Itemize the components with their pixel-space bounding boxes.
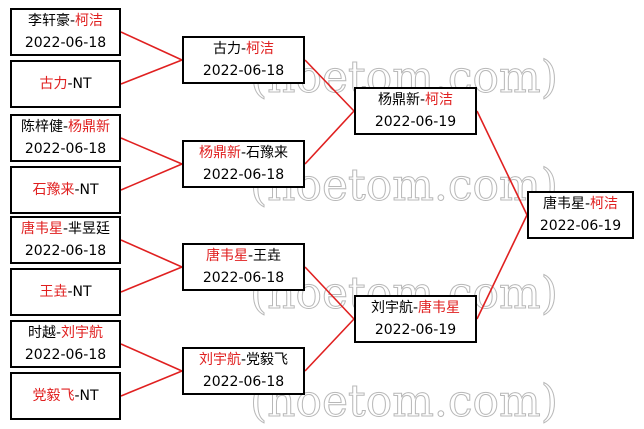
winner-name: 唐韦星 [20,221,63,237]
match-box-r2-3[interactable]: 唐韦星-王垚 2022-06-18 [182,243,305,291]
player-text: 时越 [27,325,56,341]
match-players: 时越-刘宇航 [28,322,103,344]
winner-name: 柯洁 [590,196,619,212]
connector-line [120,239,183,268]
match-box-r3-1[interactable]: 杨鼎新-柯洁 2022-06-19 [354,87,477,135]
match-date: 2022-06-18 [24,347,107,363]
player-text: - [419,92,426,108]
winner-name: 古力 [39,76,68,92]
match-date: 2022-06-18 [24,141,107,157]
connector-line [120,137,183,165]
match-players: 党毅飞-NT [32,385,98,407]
connector-line [120,59,183,85]
player-text: -NT [67,76,92,92]
match-box-r1-5[interactable]: 唐韦星-芈昱廷 2022-06-18 [10,216,121,264]
match-players: 石豫来-NT [32,179,98,201]
match-date: 2022-06-19 [539,218,622,234]
connector-line [120,266,183,293]
match-box-r1-1[interactable]: 李轩豪-柯洁 2022-06-18 [10,8,121,56]
connector-line [476,110,528,216]
connector-line [304,110,355,165]
match-players: 古力-NT [39,73,91,95]
winner-name: 唐韦星 [205,248,248,264]
connector-line [304,318,355,372]
connector-line [120,343,183,372]
connector-line [304,59,355,112]
match-date: 2022-06-18 [202,167,285,183]
match-players: 杨鼎新-柯洁 [378,89,453,111]
winner-name: 柯洁 [425,92,454,108]
match-date: 2022-06-18 [24,35,107,51]
match-players: 刘宇航-唐韦星 [371,297,460,319]
match-box-r1-8[interactable]: 党毅飞-NT [10,372,121,420]
connector-line [120,370,183,397]
match-players: 杨鼎新-石豫来 [199,142,288,164]
player-text: 唐韦星 [542,196,585,212]
player-text: -NT [74,388,99,404]
player-text: -芈昱廷 [62,221,111,237]
match-players: 王垚-NT [39,281,91,303]
match-date: 2022-06-19 [374,114,457,130]
match-box-r1-4[interactable]: 石豫来-NT [10,166,121,214]
player-text: -NT [74,182,99,198]
player-text: -NT [67,284,92,300]
player-text: 刘宇航 [370,300,413,316]
winner-name: 杨鼎新 [198,145,241,161]
player-text: 杨鼎新 [377,92,420,108]
match-date: 2022-06-18 [202,63,285,79]
winner-name: 唐韦星 [418,300,461,316]
connector-line [120,31,183,61]
winner-name: 刘宇航 [198,352,241,368]
winner-name: 刘宇航 [61,325,104,341]
match-box-r1-3[interactable]: 陈梓健-杨鼎新 2022-06-18 [10,114,121,162]
player-text: -党毅飞 [240,352,289,368]
match-players: 刘宇航-党毅飞 [199,349,288,371]
player-text: -石豫来 [240,145,289,161]
match-players: 陈梓健-杨鼎新 [21,116,110,138]
player-text: - [62,119,69,135]
player-text: - [412,300,419,316]
match-box-final[interactable]: 唐韦星-柯洁 2022-06-19 [527,191,634,239]
match-players: 唐韦星-王垚 [206,245,281,267]
match-box-r2-4[interactable]: 刘宇航-党毅飞 2022-06-18 [182,347,305,395]
match-date: 2022-06-18 [202,270,285,286]
match-players: 古力-柯洁 [213,38,274,60]
connector-line [304,266,355,320]
match-box-r2-1[interactable]: 古力-柯洁 2022-06-18 [182,36,305,84]
winner-name: 石豫来 [32,182,75,198]
match-players: 唐韦星-芈昱廷 [21,218,110,240]
match-box-r1-2[interactable]: 古力-NT [10,60,121,108]
player-text: - [584,196,591,212]
player-text: -王垚 [247,248,282,264]
match-box-r3-2[interactable]: 刘宇航-唐韦星 2022-06-19 [354,295,477,343]
player-text: - [240,41,247,57]
winner-name: 杨鼎新 [68,119,111,135]
player-text: 李轩豪 [27,13,70,29]
match-box-r1-7[interactable]: 时越-刘宇航 2022-06-18 [10,320,121,368]
winner-name: 党毅飞 [32,388,75,404]
winner-name: 柯洁 [75,13,104,29]
match-date: 2022-06-18 [24,243,107,259]
player-text: 古力 [212,41,241,57]
player-text: 陈梓健 [20,119,63,135]
player-text: - [55,325,62,341]
match-date: 2022-06-18 [202,374,285,390]
winner-name: 柯洁 [246,41,275,57]
connector-line [476,214,528,320]
winner-name: 王垚 [39,284,68,300]
match-players: 唐韦星-柯洁 [543,193,618,215]
match-box-r1-6[interactable]: 王垚-NT [10,268,121,316]
match-box-r2-2[interactable]: 杨鼎新-石豫来 2022-06-18 [182,140,305,188]
player-text: - [69,13,76,29]
match-players: 李轩豪-柯洁 [28,10,103,32]
connector-line [120,163,183,191]
match-date: 2022-06-19 [374,322,457,338]
